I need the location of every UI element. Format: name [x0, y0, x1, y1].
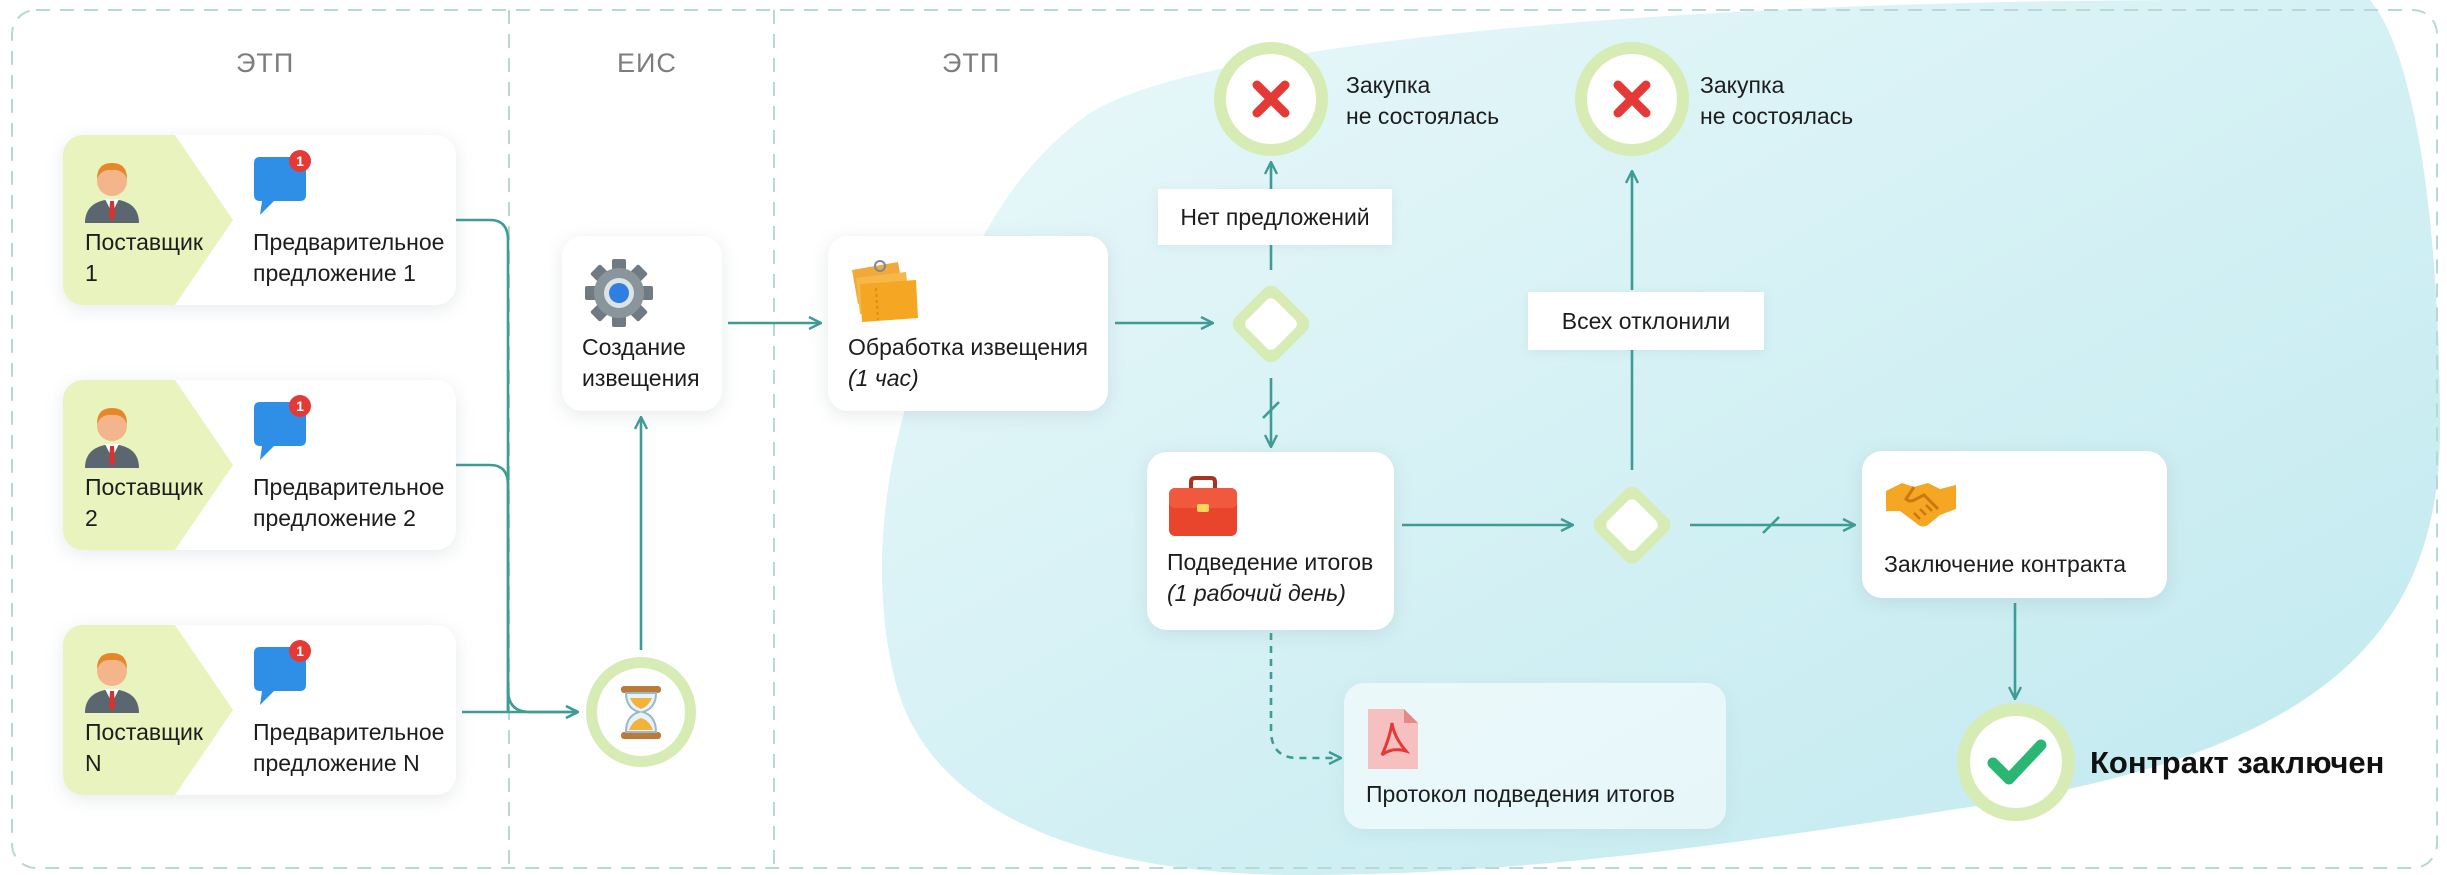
chat-badge-icon: 1	[254, 640, 311, 705]
summary-sub: (1 рабочий день)	[1167, 580, 1346, 606]
fail-2-line1: Закупка	[1700, 72, 1785, 98]
gear-icon	[585, 259, 653, 327]
fail-node-1	[1214, 42, 1328, 156]
fail-1-line1: Закупка	[1346, 72, 1431, 98]
lane-label-etp-right: ЭТП	[942, 48, 1001, 78]
arrow-summary-to-protocol	[1269, 633, 1340, 758]
create-notice-line1: Создание	[582, 334, 686, 360]
offer-line2: предложение 1	[253, 260, 416, 286]
badge-count: 1	[296, 153, 304, 169]
chat-badge-icon: 1	[254, 150, 311, 215]
supplier-card-n: Поставщик N 1 Предварительное предложени…	[63, 625, 456, 795]
hourglass-node	[586, 657, 696, 767]
connector-to-hourglass	[506, 689, 577, 712]
process-notice-card: Обработка извещения (1 час)	[828, 236, 1108, 411]
fail-text-1: Закупка не состоялась	[1346, 70, 1499, 132]
fail-2-line2: не состоялась	[1700, 103, 1854, 129]
supplier-name-line2: N	[85, 750, 102, 776]
success-node	[1957, 703, 2075, 821]
summary-title: Подведение итогов	[1167, 549, 1374, 575]
supplier-name-line2: 2	[85, 505, 98, 531]
cross-icon	[1613, 80, 1651, 118]
supplier-name: Поставщик N	[85, 717, 203, 779]
supplier-name: Поставщик 2	[85, 472, 203, 534]
process-notice-title: Обработка извещения	[848, 334, 1088, 360]
outer-dashed-border	[11, 9, 2438, 869]
summary-text: Подведение итогов (1 рабочий день)	[1167, 547, 1373, 609]
lane-label-etp-left: ЭТП	[236, 48, 295, 78]
offer-line2: предложение N	[253, 750, 420, 776]
supplier-card-2: Поставщик 2 1 Предварительное предложени…	[63, 380, 456, 550]
briefcase-icon	[1169, 476, 1237, 536]
tickets-icon	[852, 260, 918, 322]
chat-badge-icon: 1	[254, 395, 311, 460]
connector-supplier2	[456, 463, 510, 712]
supplier-name-line1: Поставщик	[85, 474, 203, 500]
contract-card: Заключение контракта	[1862, 451, 2167, 598]
hourglass-icon	[621, 686, 661, 739]
protocol-title: Протокол подведения итогов	[1366, 781, 1675, 807]
fail-node-2	[1575, 42, 1689, 156]
badge-count: 1	[296, 398, 304, 414]
lane-label-eis: ЕИС	[617, 48, 677, 78]
supplier-name-line1: Поставщик	[85, 229, 203, 255]
process-notice-text: Обработка извещения (1 час)	[848, 332, 1088, 394]
process-notice-sub: (1 час)	[848, 365, 919, 391]
supplier-name-line2: 1	[85, 260, 98, 286]
offer-text: Предварительное предложение 1	[253, 227, 444, 289]
contract-title: Заключение контракта	[1884, 551, 2126, 577]
summary-card: Подведение итогов (1 рабочий день)	[1147, 452, 1394, 630]
offer-line2: предложение 2	[253, 505, 416, 531]
create-notice-line2: извещения	[582, 365, 700, 391]
fail-text-2: Закупка не состоялась	[1700, 70, 1853, 132]
businessman-icon	[85, 408, 139, 468]
offer-line1: Предварительное	[253, 719, 445, 745]
no-offers-label: Нет предложений	[1158, 189, 1392, 245]
offer-text: Предварительное предложение 2	[253, 472, 444, 534]
connector-supplier1	[456, 218, 510, 712]
cross-icon	[1252, 80, 1290, 118]
gateway-diamond-1	[1232, 285, 1310, 363]
supplier-card-1: Поставщик 1 1 Предварительное предложени…	[63, 135, 456, 305]
create-notice-card: Создание извещения	[562, 236, 722, 411]
offer-line1: Предварительное	[253, 229, 445, 255]
handshake-icon	[1886, 483, 1956, 527]
protocol-card: Протокол подведения итогов	[1344, 683, 1726, 829]
offer-line1: Предварительное	[253, 474, 445, 500]
supplier-name: Поставщик 1	[85, 227, 203, 289]
businessman-icon	[85, 653, 139, 713]
pdf-icon	[1368, 709, 1418, 769]
offer-text: Предварительное предложение N	[253, 717, 444, 779]
all-rejected-label: Всех отклонили	[1528, 292, 1764, 350]
fail-1-line2: не состоялась	[1346, 103, 1500, 129]
create-notice-text: Создание извещения	[582, 332, 700, 394]
gateway-diamond-2	[1593, 486, 1671, 564]
check-icon	[1987, 739, 2047, 785]
businessman-icon	[85, 163, 139, 223]
badge-count: 1	[296, 643, 304, 659]
result-title: Контракт заключен	[2090, 745, 2385, 780]
supplier-name-line1: Поставщик	[85, 719, 203, 745]
